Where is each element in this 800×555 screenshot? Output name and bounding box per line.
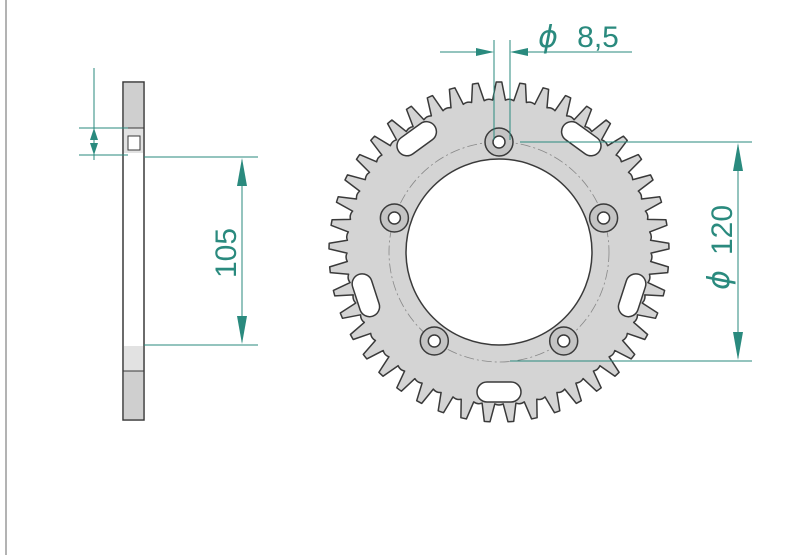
lightening-slot <box>476 381 522 403</box>
bolt-hole <box>427 334 442 348</box>
lightening-slot <box>560 120 602 157</box>
side-view-tooth-bottom <box>124 371 143 419</box>
bolt-holes <box>379 127 619 356</box>
side-view-hub-bottom <box>124 346 143 371</box>
bolt-hole <box>556 334 571 348</box>
sprocket-front-view <box>328 81 670 423</box>
hole-diameter-symbol: ϕ <box>538 20 558 55</box>
hole-diameter-dimension: ϕ 8,5 <box>440 20 632 140</box>
height-105-label: 105 <box>210 228 243 278</box>
height-105-dimension: 105 <box>144 156 258 346</box>
bolt-hole <box>492 135 506 149</box>
pitch-circle-dimension: ϕ 120 <box>510 141 752 362</box>
side-view-bore <box>127 135 141 151</box>
lightening-slot <box>351 273 381 318</box>
bolt-hole <box>596 211 611 225</box>
side-view-body <box>122 81 145 421</box>
thickness-dimension <box>79 68 128 160</box>
center-bore <box>405 158 593 346</box>
lightening-slots <box>351 120 647 403</box>
side-view-tooth-top <box>124 83 143 128</box>
bolt-hole <box>387 211 402 225</box>
side-view <box>122 81 145 421</box>
lightening-slot <box>617 273 647 318</box>
pitch-circle-label: 120 <box>706 205 739 255</box>
pitch-circle-symbol: ϕ <box>702 270 737 290</box>
lightening-slot <box>396 120 438 157</box>
hole-diameter-label: 8,5 <box>577 21 619 54</box>
